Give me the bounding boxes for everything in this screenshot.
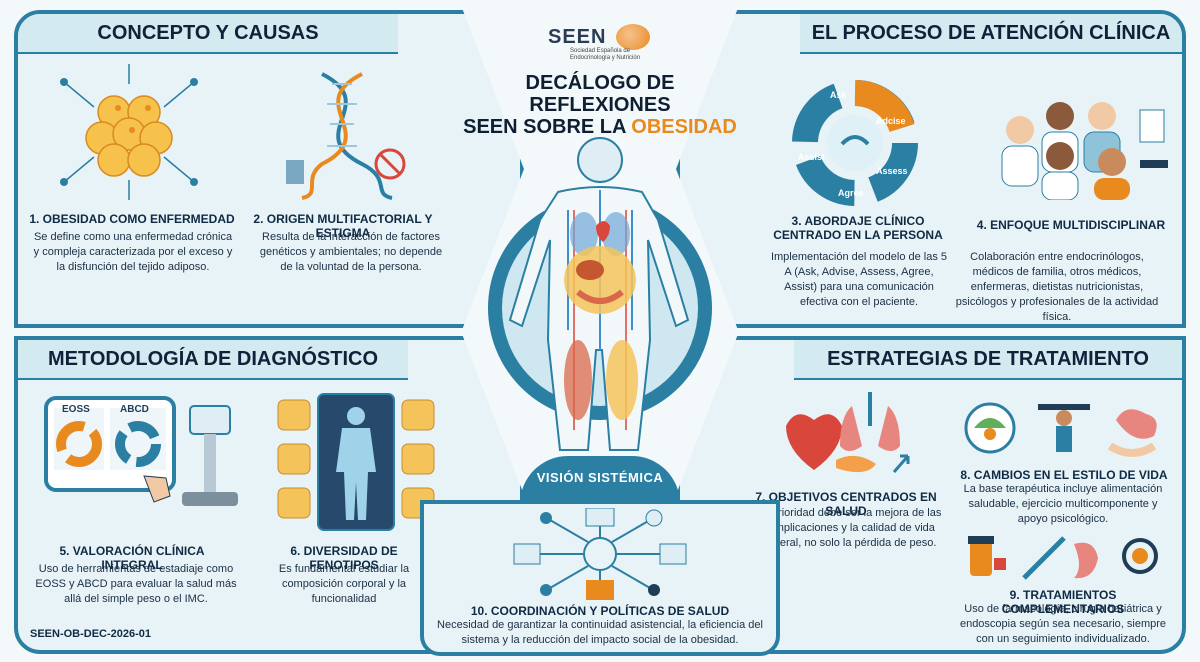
item-10-title: 10. COORDINACIÓN Y POLÍTICAS DE SALUD [470,604,730,618]
five-a-assess: Assess [876,166,908,176]
item-3-desc: Implementación del modelo de las 5 A (As… [770,251,948,308]
vision-tab [520,456,680,504]
item-3-title: 3. ABORDAJE CLÍNICO CENTRADO EN LA PERSO… [768,214,948,242]
page-title: DECÁLOGO DE REFLEXIONES SEEN SOBRE LA OB… [462,72,738,138]
logo-subtitle: Sociedad Española de Endocrinología y Nu… [570,48,641,61]
staging-tablet-icon [44,396,238,506]
logo-word: SEEN [548,26,607,48]
five-a-assist: Assist [798,152,826,162]
logo-mark-icon [616,24,650,50]
abcd-label: ABCD [120,404,149,415]
complementary-treatments-icons [968,536,1158,580]
item-5-title: 5. VALORACIÓN CLÍNICA INTEGRAL [59,544,205,572]
adipose-tissue-icon [60,64,198,200]
item-5-desc: Uso de herramientas de estadiaje como EO… [35,563,237,605]
item-6-title: 6. DIVERSIDAD DE FENOTIPOS [290,544,398,572]
five-a-agree: Agree [838,188,864,198]
item-2-title: 2. ORIGEN MULTIFACTORIAL Y ESTIGMA [253,212,433,240]
panel-concept [14,10,524,328]
multidisciplinary-team-icon [1001,102,1168,200]
five-a-cycle-icon [792,80,918,206]
header-process: EL PROCESO DE ATENCIÓN CLÍNICA [800,14,1182,54]
title-line-1: DECÁLOGO DE REFLEXIONES [525,72,675,116]
five-a-ask: Ask [830,90,847,100]
item-2-desc: Resulta de la interacción de factores ge… [259,231,443,273]
dna-environment-icon [286,72,406,200]
header-treatment-label: ESTRATEGIAS DE TRATAMIENTO [827,347,1149,370]
health-network-icon [513,508,687,600]
organs-improvement-icon [786,392,910,473]
header-concept-label: CONCEPTO Y CAUSAS [97,21,319,44]
item-9-title: 9. TRATAMIENTOS COMPLEMENTARIOS [1001,588,1125,616]
header-treatment: ESTRATEGIAS DE TRATAMIENTO [794,340,1182,380]
header-diagnosis: METODOLOGÍA DE DIAGNÓSTICO [18,340,408,380]
header-concept: CONCEPTO Y CAUSAS [18,14,398,54]
item-7-desc: La prioridad debe ser la mejora de las c… [756,507,942,549]
item-7-title: 7. OBJETIVOS CENTRADOS EN SALUD [755,490,937,518]
item-10-desc: Necesidad de garantizar la continuidad a… [437,619,763,646]
lifestyle-icons [964,402,1157,457]
document-code: SEEN-OB-DEC-2026-01 [30,628,152,640]
human-body-illustration [508,137,690,451]
item-3-title-line-1: 3. ABORDAJE CLÍNICO [791,214,925,228]
seen-logo: SEEN Sociedad Española de Endocrinología… [540,16,670,72]
item-1-title: 1. OBESIDAD COMO ENFERMEDAD [29,212,235,226]
item-8-title: 8. CAMBIOS EN EL ESTILO DE VIDA [960,468,1168,482]
eoss-label: EOSS [62,404,90,415]
item-4-title: 4. ENFOQUE MULTIDISCIPLINAR [976,218,1166,232]
title-accent: OBESIDAD [631,116,737,138]
title-line-2-prefix: SEEN SOBRE LA [463,116,632,138]
item-9-desc: Uso de farmacología, cirugía bariátrica … [959,603,1167,645]
item-8-desc: La base terapéutica incluye alimentación… [963,483,1163,525]
item-1-desc: Se define como una enfermedad crónica y … [33,231,233,273]
phenotype-body-scan-icon [277,393,435,531]
header-process-label: EL PROCESO DE ATENCIÓN CLÍNICA [811,21,1171,44]
header-diagnosis-label: METODOLOGÍA DE DIAGNÓSTICO [47,347,378,370]
item-6-desc: Es fundamental estudiar la composición c… [278,563,410,605]
five-a-advise: Adcise [876,116,906,126]
vision-label: VISIÓN SISTÉMICA [536,470,664,485]
item-3-title-line-2: CENTRADO EN LA PERSONA [773,228,943,242]
item-4-desc: Colaboración entre endocrinólogos, médic… [955,251,1159,323]
title-line-2: SEEN SOBRE LA OBESIDAD [462,116,738,138]
